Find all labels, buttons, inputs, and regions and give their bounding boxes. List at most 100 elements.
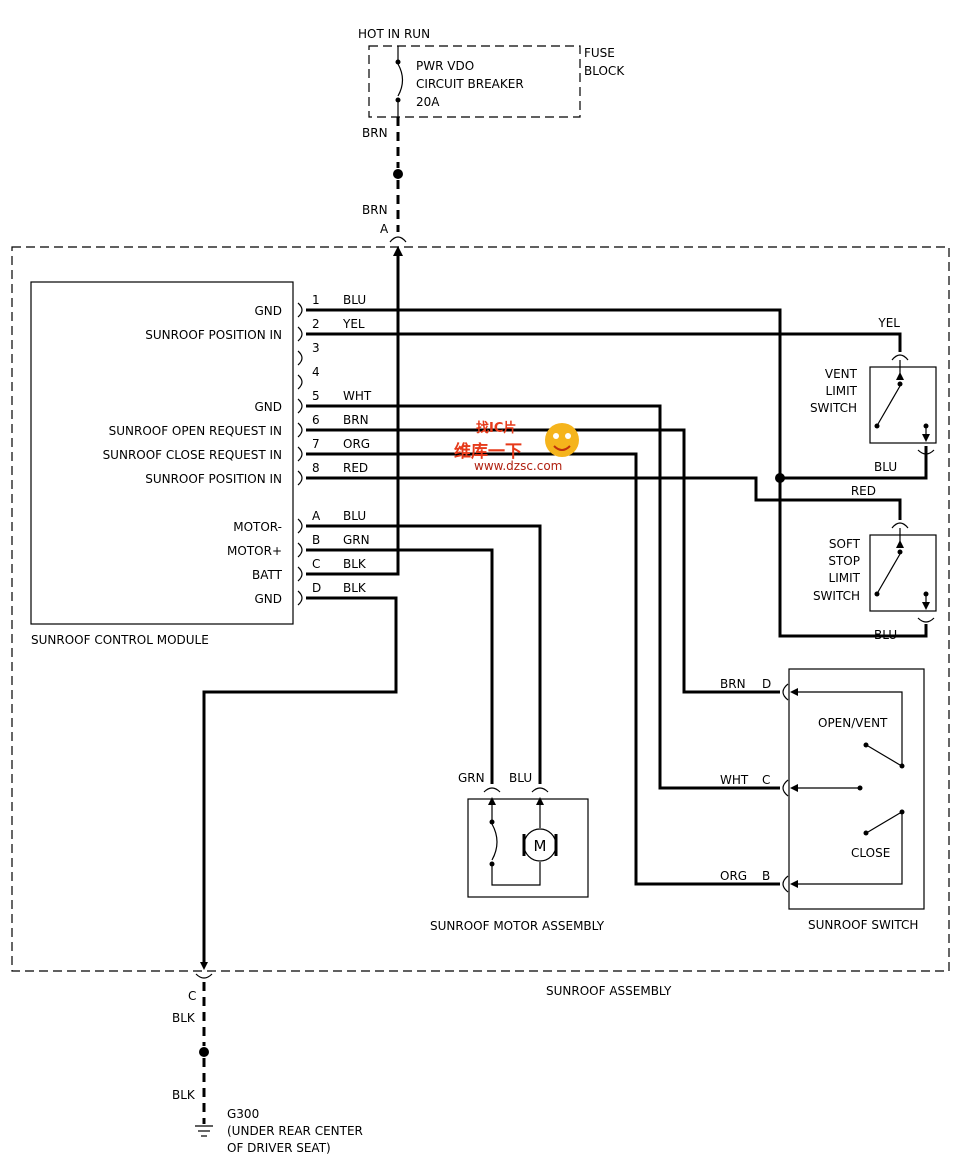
wire-motor-plus — [306, 548, 494, 784]
pin-d-label: GND — [254, 592, 282, 606]
pin-8-wire: RED — [343, 461, 368, 475]
sunroof-switch-box — [788, 668, 925, 910]
motor-icon: M — [522, 828, 558, 862]
vent-label-2: LIMIT — [826, 384, 858, 398]
wiring — [202, 256, 928, 962]
vent-connector-icon — [891, 354, 909, 361]
pin-7-number: 7 — [312, 437, 320, 451]
pin-5-wire: WHT — [343, 389, 372, 403]
vent-label-3: SWITCH — [810, 401, 857, 415]
pin-1-number: 1 — [312, 293, 320, 307]
vent-wire-out-label: BLU — [874, 460, 897, 474]
sunroof-switch: SUNROOF SWITCH BRN D WHT C ORG B OPEN/VE… — [720, 668, 925, 932]
vent-switch-contact-icon — [874, 360, 930, 442]
switch-pin-c-wire: WHT — [720, 773, 749, 787]
pin-c-label: BATT — [252, 568, 283, 582]
wire-pin7-org — [306, 452, 780, 886]
open-vent-label: OPEN/VENT — [818, 716, 888, 730]
soft-stop-limit-switch: RED SOFT STOP LIMIT SWITCH BLU — [813, 484, 937, 642]
motor-arrow-left-icon — [488, 797, 496, 805]
wire-pin2-yel — [306, 332, 902, 352]
soft-connector-icon — [891, 522, 909, 529]
switch-pin-d: D — [762, 677, 771, 691]
pin-1-label: GND — [254, 304, 282, 318]
breaker-label-3: 20A — [416, 95, 440, 109]
pin-2-wire: YEL — [342, 317, 365, 331]
wire-batt — [306, 256, 400, 576]
connector-a-label: A — [380, 222, 389, 236]
pin-5-number: 5 — [312, 389, 320, 403]
switch-contacts-icon — [798, 691, 905, 885]
soft-label-2: STOP — [828, 554, 860, 568]
sunroof-assembly-label: SUNROOF ASSEMBLY — [546, 984, 672, 998]
wire-pin8-red — [306, 476, 902, 520]
ground-name: G300 — [227, 1107, 259, 1121]
motor-connector-icons — [483, 787, 549, 793]
pin-8-number: 8 — [312, 461, 320, 475]
pin-2-label: SUNROOF POSITION IN — [145, 328, 282, 342]
pin-3-number: 3 — [312, 341, 320, 355]
circuit-breaker-icon — [395, 46, 404, 117]
ground-wire-label-top: BLK — [172, 1011, 196, 1025]
control-module-outline — [30, 281, 294, 625]
sunroof-assembly-outline — [11, 246, 950, 972]
control-module-label: SUNROOF CONTROL MODULE — [31, 633, 209, 647]
pin-7-label: SUNROOF CLOSE REQUEST IN — [103, 448, 282, 462]
wire-pin5-wht — [306, 404, 780, 790]
motor-breaker-icon — [489, 805, 541, 886]
vent-wire-in-label: YEL — [877, 316, 900, 330]
switch-arrow-icons — [790, 688, 798, 888]
watermark-top-text: 找IC片 — [476, 420, 516, 436]
wire-pin1-blu — [306, 308, 928, 638]
power-wire-label-top: BRN — [362, 126, 388, 140]
vent-switch-box — [869, 366, 937, 444]
soft-label-1: SOFT — [829, 537, 861, 551]
wire-motor-minus — [306, 524, 542, 784]
pin-1-wire: BLU — [343, 293, 366, 307]
watermark-mascot-icon — [545, 423, 579, 457]
pin-5-label: GND — [254, 400, 282, 414]
pin-d-wire: BLK — [343, 581, 367, 595]
soft-switch-box — [869, 534, 937, 612]
ground-wire-label-bottom: BLK — [172, 1088, 196, 1102]
pin-a-label: MOTOR- — [233, 520, 282, 534]
pin-b-label: MOTOR+ — [227, 544, 282, 558]
fuse-label-1: FUSE — [584, 46, 615, 60]
ground-location-2: OF DRIVER SEAT) — [227, 1141, 331, 1155]
pin-2-number: 2 — [312, 317, 320, 331]
pin-6-label: SUNROOF OPEN REQUEST IN — [109, 424, 282, 438]
wire-gnd-blk — [202, 596, 398, 962]
module-connector-icons — [297, 302, 303, 606]
vent-label-1: VENT — [825, 367, 858, 381]
pin-8-label: SUNROOF POSITION IN — [145, 472, 282, 486]
switch-pin-b: B — [762, 869, 770, 883]
soft-wire-out-label: BLU — [874, 628, 897, 642]
ground-symbol-icon — [195, 1125, 213, 1137]
fuse-block-outline — [368, 45, 581, 118]
soft-label-4: SWITCH — [813, 589, 860, 603]
control-module: SUNROOF CONTROL MODULE GND SUNROOF POSIT… — [30, 281, 372, 647]
splice-power — [393, 169, 403, 179]
motor-wire-left-label: GRN — [458, 771, 485, 785]
pin-c-wire: BLK — [343, 557, 367, 571]
hot-in-run-label: HOT IN RUN — [358, 27, 430, 41]
ground-circuit: C BLK BLK G300 (UNDER REAR CENTER OF DRI… — [172, 962, 363, 1155]
connector-a-icon — [389, 236, 407, 243]
arrow-up-icon — [393, 246, 403, 256]
breaker-label-1: PWR VDO — [416, 59, 474, 73]
pin-a-wire: BLU — [343, 509, 366, 523]
motor-assembly-box — [467, 798, 589, 898]
pin-6-number: 6 — [312, 413, 320, 427]
pin-a-number: A — [312, 509, 321, 523]
motor-wire-right-label: BLU — [509, 771, 532, 785]
pin-b-wire: GRN — [343, 533, 370, 547]
power-wire-label-bottom: BRN — [362, 203, 388, 217]
pin-d-number: D — [312, 581, 321, 595]
pin-b-number: B — [312, 533, 320, 547]
ground-arrow-icon — [200, 962, 208, 970]
switch-pin-b-wire: ORG — [720, 869, 747, 883]
close-label: CLOSE — [851, 846, 890, 860]
vent-limit-switch: YEL VENT LIMIT SWITCH BLU — [810, 316, 937, 474]
motor-arrow-right-icon — [536, 797, 544, 805]
sunroof-motor-assembly: GRN BLU SUNROOF MOTOR ASSEMBLY M — [430, 771, 605, 933]
